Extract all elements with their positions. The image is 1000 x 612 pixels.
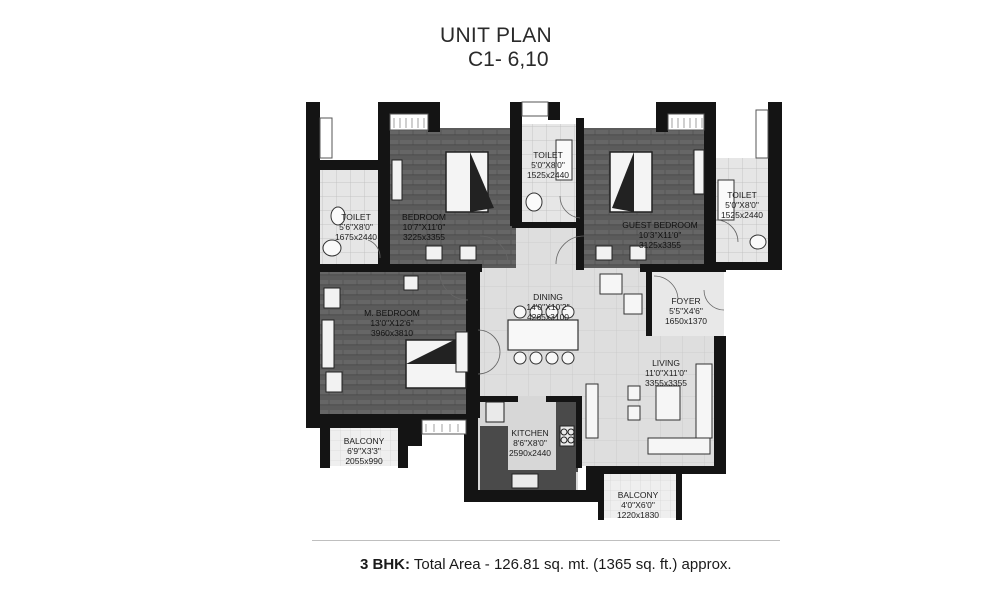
balcony-left-floor xyxy=(330,428,398,466)
room-name: GUEST BEDROOM xyxy=(622,220,697,230)
room-dim-ft: 5'0"X8'0" xyxy=(531,160,565,170)
room-dim-ft: 4'0"X6'0" xyxy=(621,500,655,510)
room-dim-ft: 14'0"X10'2" xyxy=(526,302,569,312)
room-dim-mm: 2590x2440 xyxy=(509,448,551,458)
room-dim-mm: 3355x3355 xyxy=(645,378,687,388)
room-dim-ft: 10'3"X11'0" xyxy=(639,230,682,240)
room-name: BALCONY xyxy=(344,436,385,446)
unit-type-label: 3 BHK: xyxy=(360,556,411,573)
room-dim-mm: 3225x3355 xyxy=(403,232,445,242)
room-dim-mm: 1650x1370 xyxy=(665,316,707,326)
floor-plan: TOILET 5'6"X8'0" 1675x2440 BEDROOM 10'7"… xyxy=(306,101,782,520)
room-dim-mm: 3125x3355 xyxy=(639,240,681,250)
dining-table xyxy=(507,305,579,365)
room-dim-mm: 4265x3100 xyxy=(527,312,569,322)
room-name: TOILET xyxy=(341,212,371,222)
bed-icon xyxy=(445,151,494,213)
plan-subtitle: C1- 6,10 xyxy=(468,48,549,71)
room-dim-ft: 10'7"X11'0" xyxy=(403,222,446,232)
room-name: TOILET xyxy=(533,150,563,160)
bed-icon xyxy=(609,151,653,213)
total-area-line: 3 BHK: Total Area - 126.81 sq. mt. (1365… xyxy=(360,556,732,573)
total-area-text: Total Area - 126.81 sq. mt. (1365 sq. ft… xyxy=(413,556,732,573)
room-dim-ft: 11'0"X11'0" xyxy=(645,368,687,378)
kitchen-counter xyxy=(480,426,508,492)
room-dim-ft: 5'6"X8'0" xyxy=(339,222,373,232)
plan-title: UNIT PLAN xyxy=(440,24,553,47)
room-name: FOYER xyxy=(671,296,700,306)
room-dim-mm: 1675x2440 xyxy=(335,232,377,242)
room-name: KITCHEN xyxy=(511,428,548,438)
foyer-floor xyxy=(650,272,724,336)
room-dim-ft: 6'9"X3'3" xyxy=(347,446,381,456)
walls xyxy=(306,102,782,520)
footer-divider xyxy=(312,540,780,541)
room-name: DINING xyxy=(533,292,563,302)
room-name: BEDROOM xyxy=(402,212,446,222)
room-dim-mm: 1525x2440 xyxy=(721,210,763,220)
room-name: BALCONY xyxy=(618,490,659,500)
room-dim-ft: 5'0"X8'0" xyxy=(725,200,759,210)
room-dim-mm: 2055x990 xyxy=(345,456,383,466)
room-name: M. BEDROOM xyxy=(364,308,420,318)
room-dim-ft: 5'5"X4'6" xyxy=(669,306,703,316)
room-name: LIVING xyxy=(652,358,680,368)
room-dim-mm: 1220x1830 xyxy=(617,510,659,520)
sofa-set xyxy=(585,273,713,455)
room-dim-mm: 1525x2440 xyxy=(527,170,569,180)
room-dim-mm: 3960x3810 xyxy=(371,328,413,338)
room-name: TOILET xyxy=(727,190,757,200)
room-dim-ft: 8'6"X8'0" xyxy=(513,438,547,448)
room-dim-ft: 13'0"X12'6" xyxy=(370,318,413,328)
balcony-right-floor xyxy=(602,470,678,518)
